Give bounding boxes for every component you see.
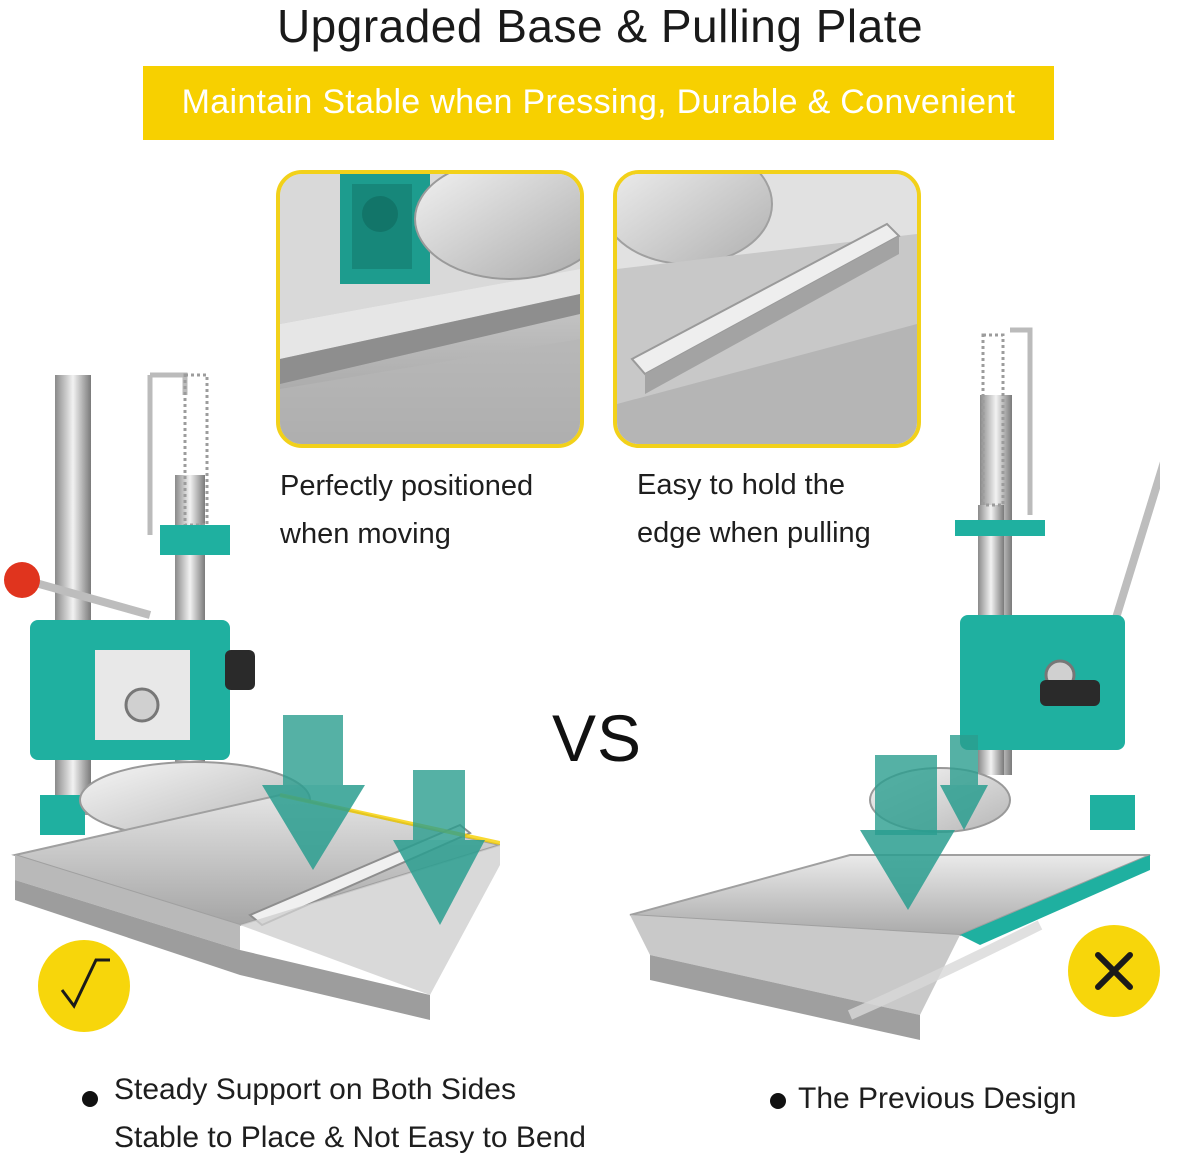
pizza-press-previous [620, 325, 1198, 1130]
closeup-illustration-positioned [280, 174, 580, 444]
caption-line: Easy to hold the [637, 469, 845, 501]
cross-badge [1068, 925, 1160, 1017]
pizza-press-upgraded [0, 355, 504, 1050]
caption-line: when moving [280, 518, 451, 550]
pizza-press-previous-illustration [629, 327, 1198, 1040]
new-design-line1: Steady Support on Both Sides [114, 1073, 516, 1106]
caption-positioned: Perfectly positioned when moving [280, 462, 533, 558]
down-arrow-icon [262, 715, 365, 870]
new-design-line2: Stable to Place & Not Easy to Bend [114, 1121, 586, 1154]
check-badge [38, 940, 130, 1032]
closeup-illustration-pulling [617, 174, 917, 444]
cross-mark-icon [1095, 952, 1133, 990]
caption-pulling: Easy to hold the edge when pulling [637, 461, 871, 557]
check-mark-icon [60, 958, 110, 1009]
yellow-banner: Maintain Stable when Pressing, Durable &… [143, 66, 1054, 140]
down-arrow-icon [393, 770, 485, 925]
bullet-dot [82, 1091, 98, 1107]
caption-line: edge when pulling [637, 517, 871, 549]
vs-label: VS [552, 701, 643, 775]
down-arrow-icon [860, 755, 955, 910]
caption-line: Perfectly positioned [280, 470, 534, 502]
detail-closeup-pulling [613, 170, 921, 448]
pizza-press-upgraded-illustration [4, 372, 504, 1020]
detail-closeup-positioned [276, 170, 584, 448]
down-arrow-icon [940, 735, 988, 830]
old-design-line: The Previous Design [798, 1082, 1077, 1115]
banner-text: Maintain Stable when Pressing, Durable &… [181, 83, 1016, 121]
page-title: Upgraded Base & Pulling Plate [276, 0, 924, 52]
bullet-dot [770, 1093, 786, 1109]
